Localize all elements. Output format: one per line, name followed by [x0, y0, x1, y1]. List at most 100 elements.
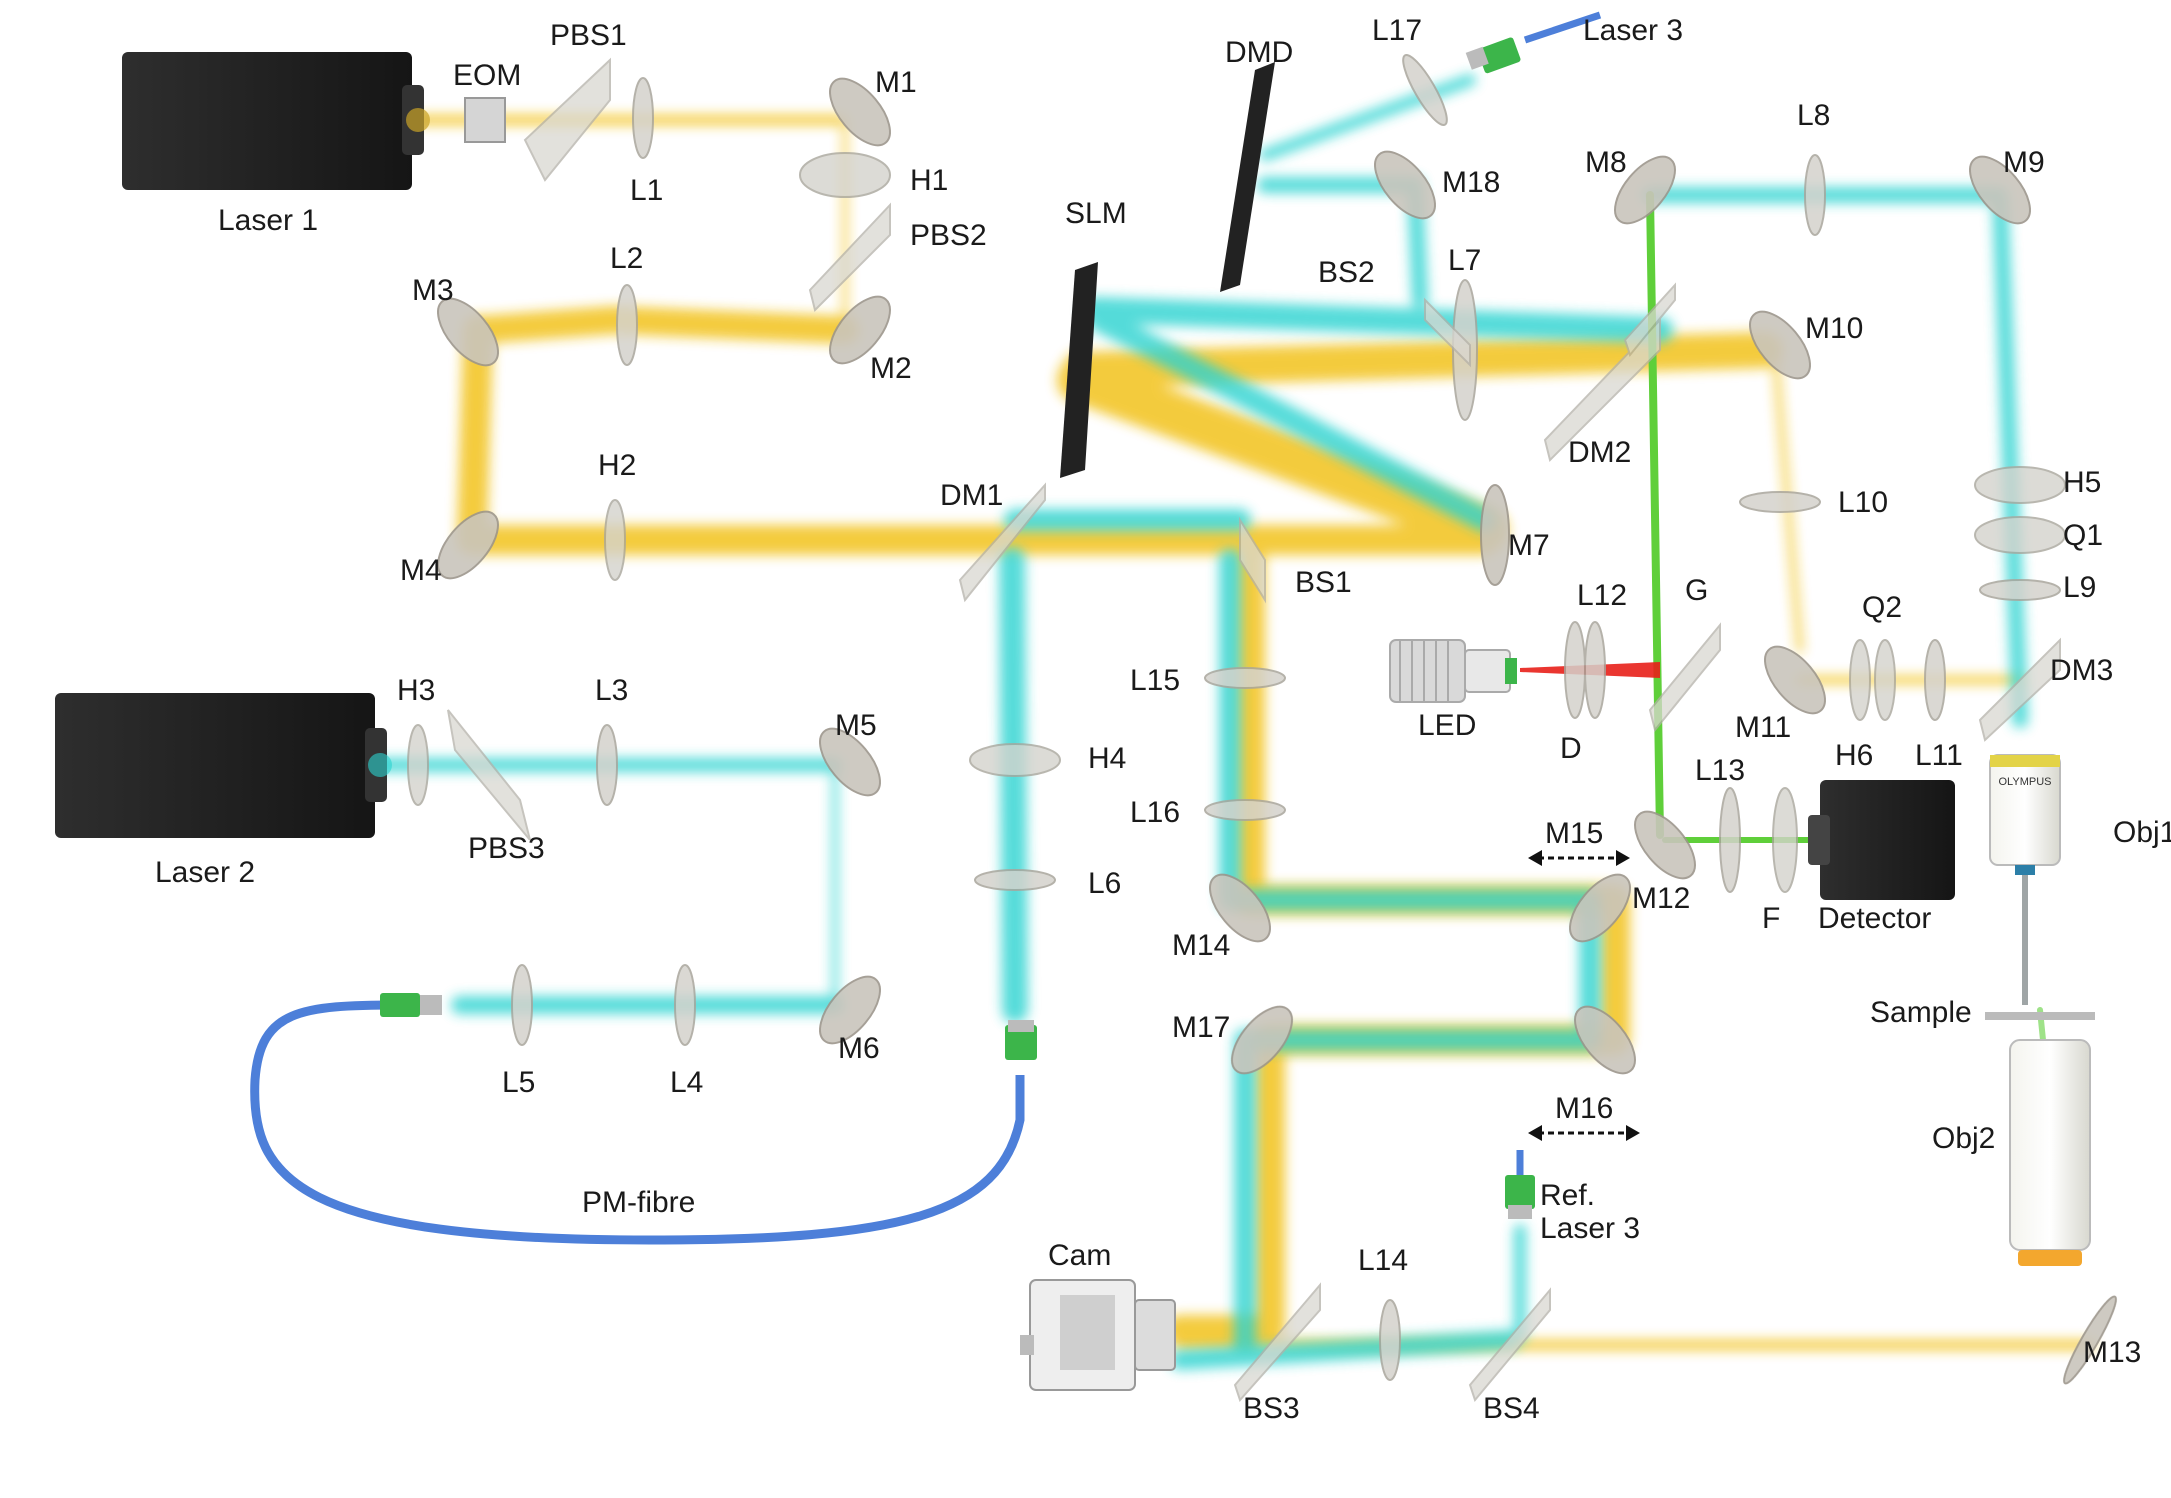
- objective-obj1: OLYMPUS: [1989, 754, 2061, 1005]
- waveplate-h5: [1974, 466, 2066, 504]
- label-l10: L10: [1838, 486, 1888, 519]
- splitter-pbs2: [808, 202, 891, 312]
- mirrors: [437, 77, 2117, 1385]
- laser-1: [122, 52, 430, 190]
- lenses: [511, 53, 2061, 1381]
- lens-l2: [616, 284, 638, 366]
- label-ref-laser3-line1: Ref.: [1540, 1179, 1595, 1212]
- splitter-dm-m8: [1623, 282, 1676, 358]
- translation-arrows: [1538, 856, 1630, 1135]
- splitter-dm3: [1978, 637, 2061, 742]
- label-dm2: DM2: [1568, 436, 1631, 469]
- label-m14: M14: [1172, 929, 1230, 962]
- label-m18: M18: [1442, 166, 1500, 199]
- waveplate-h6: [1849, 639, 1871, 721]
- waveplate-q2: [1874, 639, 1896, 721]
- mirror-m17: [1231, 1005, 1293, 1075]
- lens-l10: [1739, 491, 1821, 513]
- label-l7: L7: [1448, 244, 1481, 277]
- mirror-m11: [1764, 645, 1826, 715]
- filter-f: [1772, 787, 1798, 893]
- label-dmd: DMD: [1225, 36, 1293, 69]
- label-h6: H6: [1835, 739, 1873, 772]
- beam-splitters: [447, 57, 2061, 1403]
- objective-brand: OLYMPUS: [1999, 776, 2052, 788]
- label-eom: EOM: [453, 59, 521, 92]
- yellow-beam-m3-m4: [457, 315, 493, 555]
- detector-box: [1808, 780, 1955, 900]
- label-m5: M5: [835, 709, 877, 742]
- green-beam-m8-m12: [1646, 191, 1664, 839]
- label-pm-fibre: PM-fibre: [582, 1186, 695, 1219]
- label-m3: M3: [412, 274, 454, 307]
- label-ref-laser3-line2: Laser 3: [1540, 1212, 1640, 1245]
- ref-laser3-fibre: [1505, 1150, 1535, 1219]
- label-l5: L5: [502, 1066, 535, 1099]
- label-q1: Q1: [2063, 519, 2103, 552]
- cyan-beam-relay: [1219, 549, 1601, 1356]
- label-m15: M15: [1545, 817, 1603, 850]
- grating-g: [1648, 622, 1721, 733]
- lens-l4: [674, 964, 696, 1046]
- waveplate-q1: [1974, 516, 2066, 554]
- label-l12: L12: [1577, 579, 1627, 612]
- label-l17: L17: [1372, 14, 1422, 47]
- label-l14: L14: [1358, 1244, 1408, 1277]
- lens-l3: [596, 724, 618, 806]
- label-h1: H1: [910, 164, 948, 197]
- mirror-m3: [437, 297, 499, 367]
- waveplate-h2: [604, 499, 626, 581]
- yellow-beam-slm-m7: [1057, 357, 1508, 553]
- waveplate-h1: [799, 152, 891, 198]
- label-sample: Sample: [1870, 996, 1972, 1029]
- label-l4: L4: [670, 1066, 703, 1099]
- lens-l17: [1402, 53, 1448, 126]
- cyan-beam-fibre-dm1: [999, 547, 1028, 1023]
- lens-l12: [1584, 621, 1606, 719]
- label-l15: L15: [1130, 664, 1180, 697]
- label-m8: M8: [1585, 146, 1627, 179]
- splitter-bs2: [1424, 297, 1471, 368]
- label-h5: H5: [2063, 466, 2101, 499]
- yellow-beam-m2-m3: [464, 306, 859, 344]
- mirror-m15: [1569, 873, 1631, 943]
- mirror-m16: [1574, 1005, 1636, 1075]
- mirror-m10: [1749, 310, 1811, 380]
- label-f: F: [1762, 902, 1780, 935]
- label-obj2: Obj2: [1932, 1122, 1995, 1155]
- label-bs2: BS2: [1318, 256, 1375, 289]
- label-bs1: BS1: [1295, 566, 1352, 599]
- led-source: [1389, 639, 1517, 703]
- lens-l5: [511, 964, 533, 1046]
- splitter-bs4: [1468, 1287, 1551, 1403]
- mirror-m13: [2063, 1295, 2117, 1385]
- splitter-dm1: [958, 482, 1046, 603]
- lens-d: [1564, 621, 1586, 719]
- label-m6: M6: [838, 1032, 880, 1065]
- label-bs4: BS4: [1483, 1392, 1540, 1425]
- label-led: LED: [1418, 709, 1476, 742]
- splitter-bs3: [1233, 1282, 1321, 1402]
- arrow-m15-left-head: [1528, 850, 1542, 866]
- cyan-beam-to-cam: [1170, 1330, 1520, 1370]
- label-laser2: Laser 2: [155, 856, 255, 889]
- waveplate-h3: [407, 724, 429, 806]
- splitter-bs1: [1239, 516, 1266, 604]
- label-l11: L11: [1915, 739, 1963, 772]
- label-laser1: Laser 1: [218, 204, 318, 237]
- label-m11: M11: [1735, 711, 1791, 744]
- waveplate-h4: [969, 743, 1061, 777]
- laser-2: [55, 693, 392, 838]
- label-m7: M7: [1508, 529, 1550, 562]
- label-l16: L16: [1130, 796, 1180, 829]
- arrow-m16-right-head: [1626, 1125, 1640, 1141]
- dmd-panel: [1220, 62, 1275, 292]
- label-d: D: [1560, 732, 1582, 765]
- label-dm3: DM3: [2050, 654, 2113, 687]
- lens-l6: [974, 869, 1056, 891]
- label-h4: H4: [1088, 742, 1126, 775]
- label-m12: M12: [1632, 882, 1690, 915]
- label-slm: SLM: [1065, 197, 1127, 230]
